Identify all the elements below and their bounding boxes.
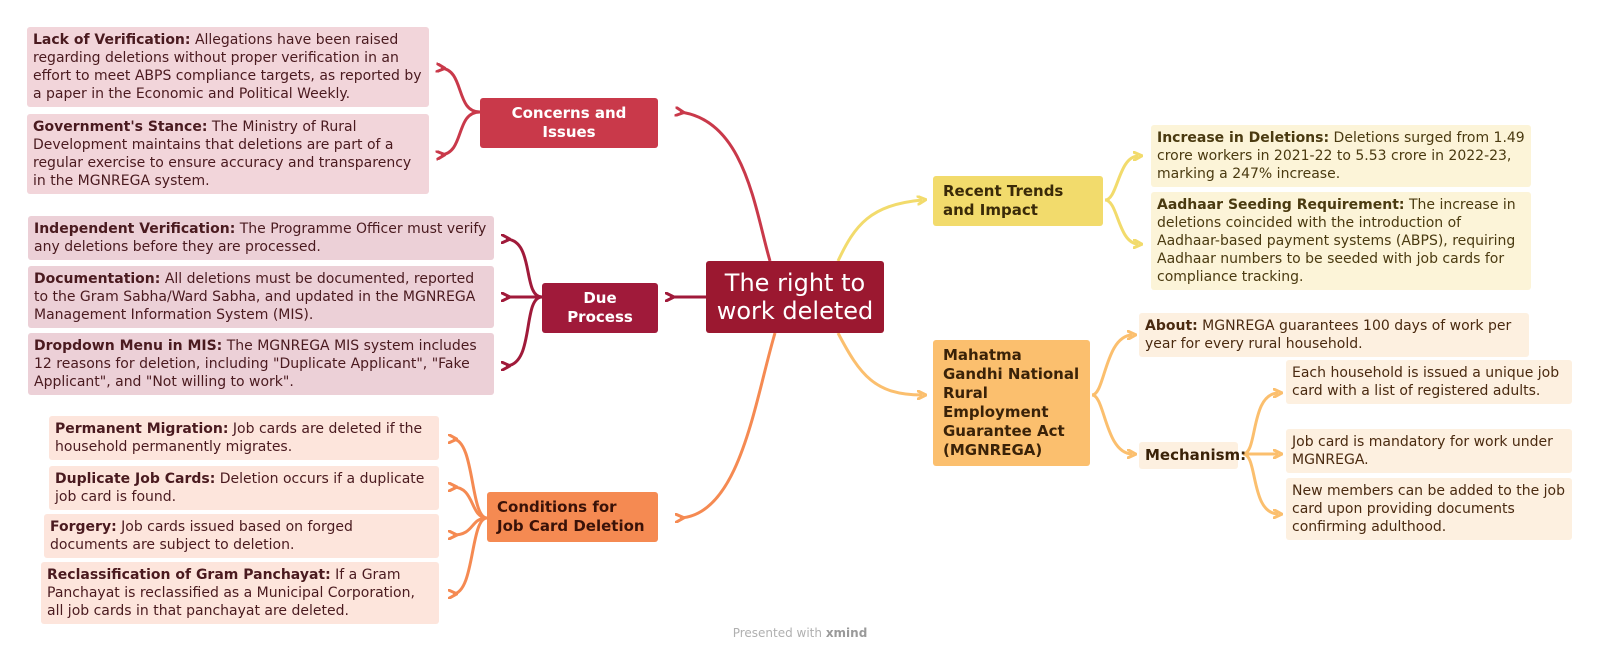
link-mgnrega bbox=[836, 332, 922, 395]
footer-credit: Presented with xmind bbox=[732, 626, 868, 640]
note-increase-in-deletions[interactable]: Increase in Deletions: Deletions surged … bbox=[1151, 125, 1531, 187]
link-trends bbox=[836, 200, 922, 262]
note-lack-of-verification[interactable]: Lack of Verification: Allegations have b… bbox=[27, 27, 429, 107]
central-title: The right to work deleted bbox=[716, 269, 874, 325]
note-mechanism-unique-job-card[interactable]: Each household is issued a unique job ca… bbox=[1286, 360, 1572, 404]
topic-due-process[interactable]: Due Process bbox=[542, 283, 658, 333]
note-forgery[interactable]: Forgery: Job cards issued based on forge… bbox=[44, 514, 439, 558]
note-permanent-migration[interactable]: Permanent Migration: Job cards are delet… bbox=[49, 416, 439, 460]
topic-mgnrega[interactable]: Mahatma Gandhi National Rural Employment… bbox=[933, 340, 1090, 466]
topic-recent-trends-and-impact[interactable]: Recent Trends and Impact bbox=[933, 176, 1103, 226]
link-conditions bbox=[680, 332, 777, 518]
note-mechanism-mandatory-job-card[interactable]: Job card is mandatory for work under MGN… bbox=[1286, 429, 1572, 473]
xmind-brand: xmind bbox=[825, 626, 868, 640]
topic-conditions-for-job-card-deletion[interactable]: Conditions for Job Card Deletion bbox=[487, 492, 658, 542]
central-topic[interactable]: The right to work deleted bbox=[706, 261, 884, 333]
note-documentation[interactable]: Documentation: All deletions must be doc… bbox=[28, 266, 494, 328]
note-duplicate-job-cards[interactable]: Duplicate Job Cards: Deletion occurs if … bbox=[49, 466, 439, 510]
note-reclassification-of-gram-panchayat[interactable]: Reclassification of Gram Panchayat: If a… bbox=[41, 562, 439, 624]
note-mechanism-new-members[interactable]: New members can be added to the job card… bbox=[1286, 478, 1572, 540]
note-government-stance[interactable]: Government's Stance: The Ministry of Rur… bbox=[27, 114, 429, 194]
topic-mechanism[interactable]: Mechanism: bbox=[1139, 442, 1246, 469]
note-about[interactable]: About: MGNREGA guarantees 100 days of wo… bbox=[1139, 313, 1529, 357]
note-dropdown-menu-in-mis[interactable]: Dropdown Menu in MIS: The MGNREGA MIS sy… bbox=[28, 333, 494, 395]
link-concerns bbox=[680, 112, 772, 262]
topic-concerns-and-issues[interactable]: Concerns and Issues bbox=[480, 98, 658, 148]
note-independent-verification[interactable]: Independent Verification: The Programme … bbox=[28, 216, 494, 260]
note-aadhaar-seeding-requirement[interactable]: Aadhaar Seeding Requirement: The increas… bbox=[1151, 192, 1531, 290]
